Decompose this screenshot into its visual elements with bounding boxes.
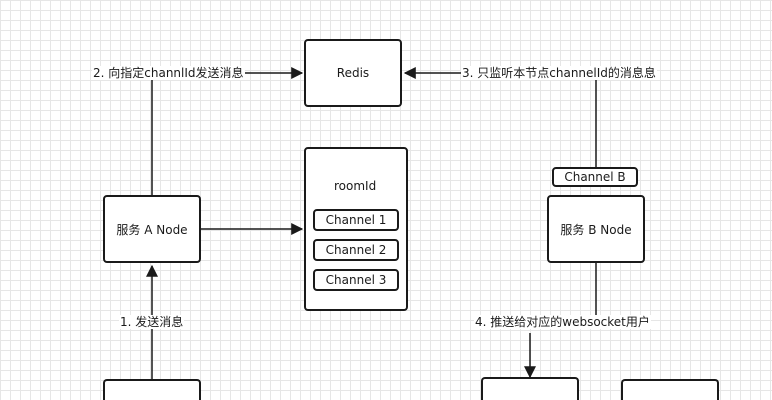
channel-1-label: Channel 1 [325,213,387,227]
edge-label-step3: 3. 只监听本节点channelId的消息息 [461,66,657,80]
client-box-mid[interactable] [481,377,579,400]
redis-node[interactable]: Redis [304,39,402,107]
edge-label-step4: 4. 推送给对应的websocket用户 [474,315,651,329]
edge-b-to-redis [403,67,597,168]
client-box-right[interactable] [621,379,719,400]
edge-label-step1: 1. 发送消息 [119,315,185,329]
service-a-node[interactable]: 服务 A Node [103,195,201,263]
edge-label-step2: 2. 向指定channlId发送消息 [92,66,245,80]
redis-label: Redis [336,66,370,80]
channel-b[interactable]: Channel B [552,167,638,187]
channel-3-label: Channel 3 [325,273,387,287]
channel-1[interactable]: Channel 1 [313,209,399,231]
service-a-label: 服务 A Node [116,222,188,237]
channel-b-label: Channel B [564,170,626,184]
channel-2[interactable]: Channel 2 [313,239,399,261]
channel-2-label: Channel 2 [325,243,387,257]
service-b-label: 服务 B Node [560,222,632,237]
channel-3[interactable]: Channel 3 [313,269,399,291]
service-b-node[interactable]: 服务 B Node [547,195,645,263]
edge-a-to-redis [151,67,304,195]
client-box-left[interactable] [103,379,201,400]
room-label: roomId [334,179,377,193]
